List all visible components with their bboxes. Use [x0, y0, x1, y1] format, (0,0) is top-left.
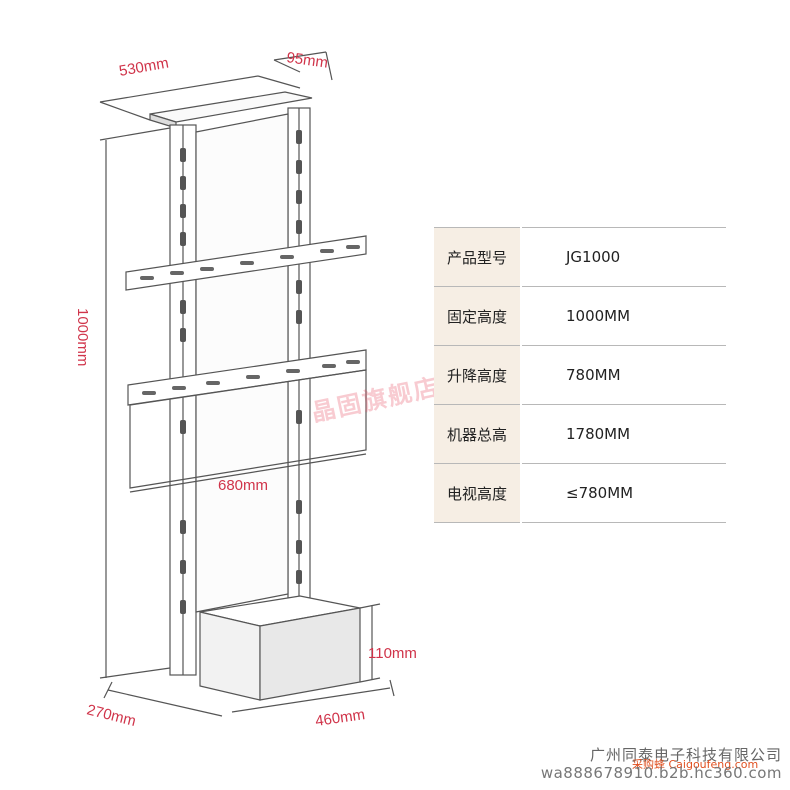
drawing-lines — [99, 51, 395, 717]
table-row: 升降高度 780MM — [434, 345, 726, 405]
site-watermark: 采购蜂 Caigoufeng.com — [632, 758, 759, 771]
table-row: 固定高度 1000MM — [434, 286, 726, 346]
spec-value: 780MM — [521, 345, 726, 405]
bracket-width-label: 680mm — [218, 477, 268, 494]
spec-value: ≤780MM — [521, 463, 726, 523]
spec-label: 升降高度 — [434, 345, 522, 405]
spec-value: JG1000 — [521, 227, 726, 287]
spec-label: 产品型号 — [434, 227, 522, 287]
spec-label: 固定高度 — [434, 286, 522, 346]
box-height-label: 110mm — [368, 645, 417, 662]
table-row: 电视高度 ≤780MM — [434, 463, 726, 523]
site-url: wa888678910.b2b.hc360.com — [540, 764, 782, 782]
base-depth-label: 270mm — [85, 701, 138, 730]
table-row: 产品型号 JG1000 — [434, 227, 726, 287]
total-height-label: 1000mm — [74, 308, 91, 366]
company-name: 广州同泰电子科技有限公司 — [589, 746, 782, 764]
top-width-label: 530mm — [118, 55, 170, 80]
spec-label: 电视高度 — [434, 463, 522, 523]
top-depth-label: 95mm — [285, 49, 329, 72]
rail-slots — [180, 130, 302, 614]
bracket-holes — [140, 245, 360, 395]
table-row: 机器总高 1780MM — [434, 404, 726, 464]
base-width-label: 460mm — [314, 706, 366, 730]
spec-table: 产品型号 JG1000 固定高度 1000MM 升降高度 780MM 机器总高 … — [434, 227, 726, 523]
spec-value: 1000MM — [521, 286, 726, 346]
spec-value: 1780MM — [521, 404, 726, 464]
spec-label: 机器总高 — [434, 404, 522, 464]
